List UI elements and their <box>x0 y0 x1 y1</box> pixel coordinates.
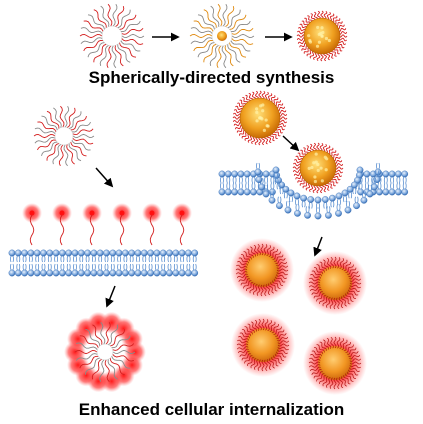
lipid-bilayer-with-inserted-ligands-icon <box>9 203 198 276</box>
arrow-down-icon <box>283 136 298 150</box>
spherical-micelle-icon <box>34 106 94 166</box>
spherical-micelle-icon <box>80 4 144 68</box>
red-glowing-nanoparticle-icon <box>230 238 367 395</box>
arrow-down-icon <box>107 286 115 306</box>
red-glowing-micelle-icon <box>64 312 146 392</box>
arrow-down-icon <box>315 237 322 255</box>
internalization-caption: Enhanced cellular internalization <box>0 400 423 420</box>
micelle-with-seed-icon <box>190 4 254 68</box>
ligand-coated-nanoparticle-icon <box>297 11 347 61</box>
arrow-down-icon <box>96 168 112 186</box>
lipid-bilayer-endocytosis-icon <box>219 143 408 219</box>
synthesis-caption: Spherically-directed synthesis <box>0 68 423 88</box>
ligand-coated-nanoparticle-icon <box>233 91 287 145</box>
